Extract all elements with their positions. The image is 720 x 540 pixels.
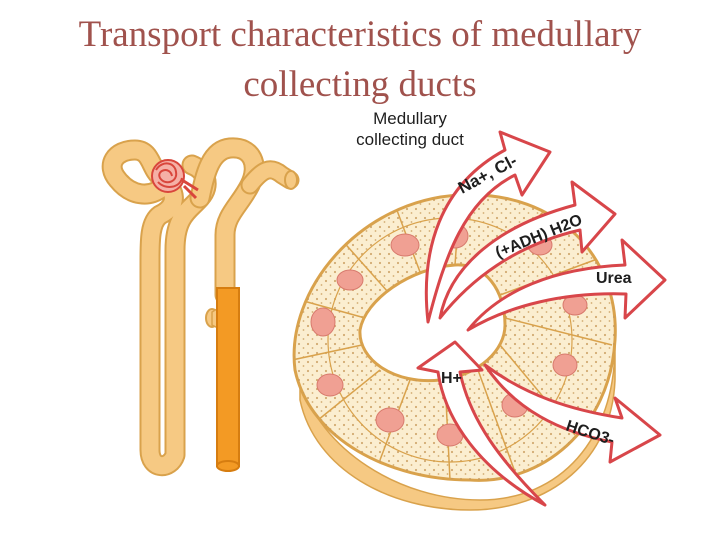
- medullary-collecting-duct: [216, 287, 240, 467]
- duct-wall-side: [299, 344, 616, 511]
- duct-cut-end: [216, 460, 240, 472]
- glomerulus: [151, 159, 199, 200]
- duct-label-line-2: collecting duct: [356, 130, 464, 149]
- connecting-segment: [242, 162, 298, 193]
- arrow-nacl: [424, 130, 552, 324]
- title-line-1: Transport characteristics of medullary: [78, 14, 642, 55]
- arrow-urea-label: Urea: [596, 270, 632, 287]
- arrow-proton: [416, 340, 547, 507]
- nephron: [101, 137, 300, 477]
- arrow-bicarbonate: [483, 363, 662, 464]
- arrow-proton-label: H+: [441, 370, 462, 387]
- tubule-cut-end: [284, 170, 298, 190]
- arrow-urea: [466, 238, 667, 332]
- title-line-2: collecting ducts: [243, 64, 477, 105]
- proximal-tubule: [103, 141, 215, 475]
- transport-arrows: [416, 130, 667, 507]
- distal-tubule: [191, 139, 263, 304]
- slide-title: Transport characteristics of medullary c…: [0, 10, 720, 110]
- arrow-water: [438, 180, 617, 320]
- duct-label-line-1: Medullary: [373, 109, 447, 128]
